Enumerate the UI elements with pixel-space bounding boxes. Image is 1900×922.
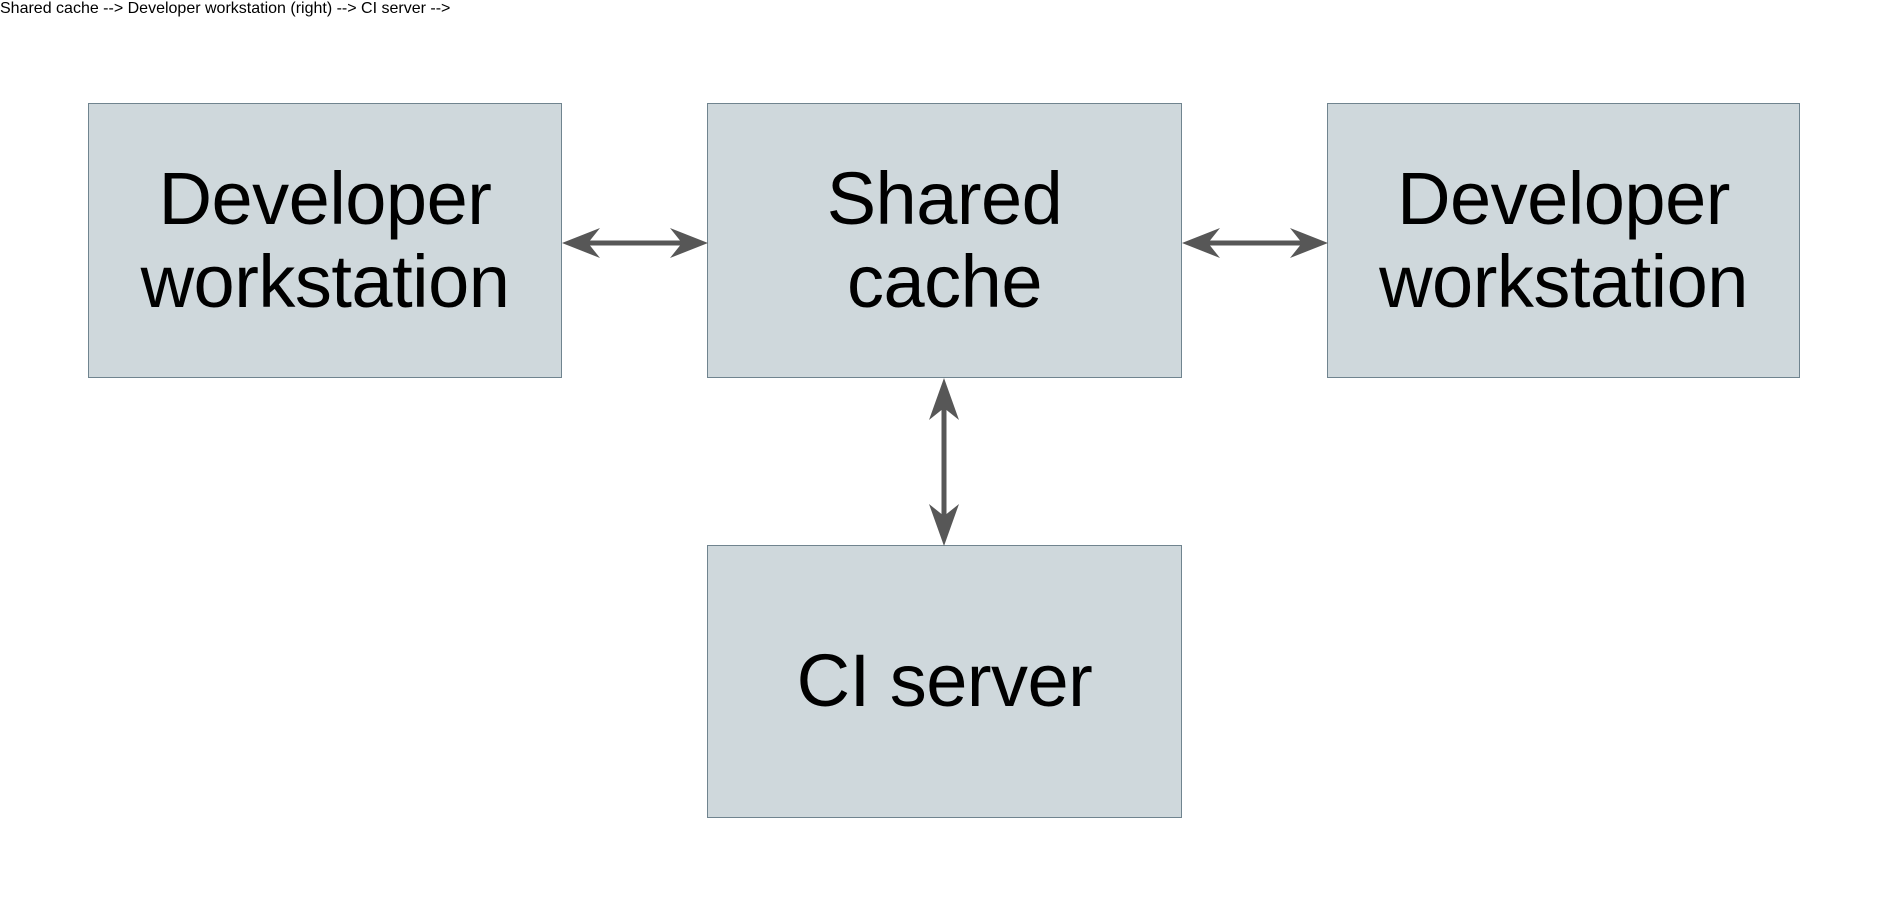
connector-shared-cache-to-right-workstation[interactable] xyxy=(1176,216,1334,270)
arrowhead-down-icon xyxy=(929,504,959,546)
node-label: Developer workstation xyxy=(1379,156,1748,323)
node-label: CI server xyxy=(796,639,1093,723)
arrowhead-right-icon xyxy=(670,228,708,258)
arrowhead-right-icon xyxy=(1290,228,1328,258)
node-label: Shared cache xyxy=(826,156,1063,323)
connector-shared-cache-to-ci-server[interactable] xyxy=(917,372,971,552)
node-developer-workstation-right[interactable]: Developer workstation xyxy=(1327,103,1800,378)
node-label: Developer workstation xyxy=(140,156,510,323)
connector-left-workstation-to-shared-cache[interactable] xyxy=(556,216,714,270)
arrowhead-up-icon xyxy=(929,378,959,420)
node-shared-cache[interactable]: Shared cache xyxy=(707,103,1182,378)
node-ci-server[interactable]: CI server xyxy=(707,545,1182,818)
node-developer-workstation-left[interactable]: Developer workstation xyxy=(88,103,562,378)
arrowhead-left-icon xyxy=(562,228,600,258)
arrowhead-left-icon xyxy=(1182,228,1220,258)
